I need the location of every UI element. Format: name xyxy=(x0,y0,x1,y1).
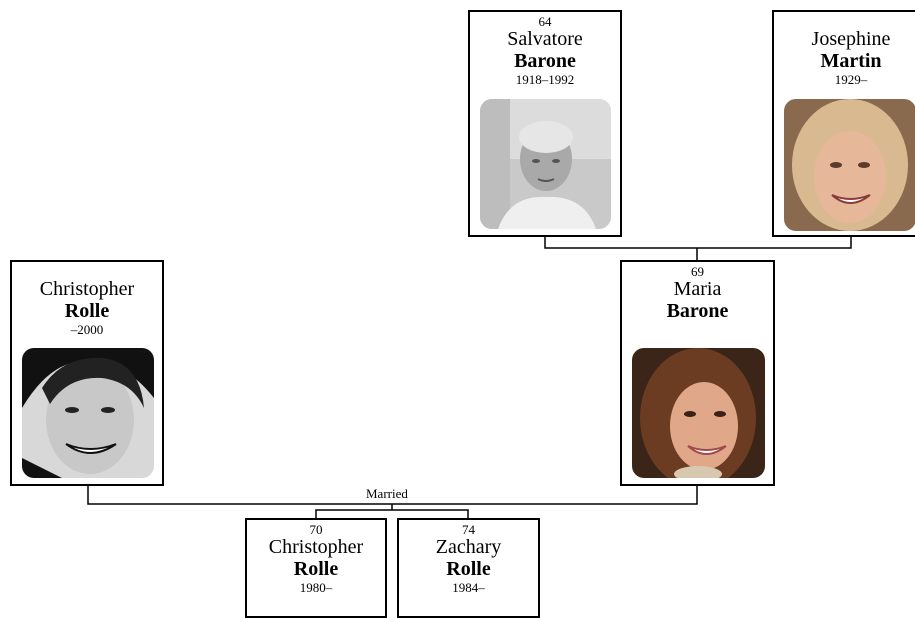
person-number: 70 xyxy=(309,522,323,537)
surname: Rolle xyxy=(64,300,110,322)
person-card-christopher-rolle-jr[interactable]: 70 Christopher Rolle 1980– xyxy=(245,518,387,618)
person-number xyxy=(774,15,915,28)
portrait-photo xyxy=(784,99,915,231)
given-name: Josephine xyxy=(811,28,891,50)
life-dates: 1918–1992 xyxy=(515,72,575,87)
given-name: Salvatore xyxy=(507,28,583,50)
life-dates: –2000 xyxy=(70,322,104,337)
person-number xyxy=(12,265,162,278)
person-card-christopher-rolle-sr[interactable]: Christopher Rolle –2000 xyxy=(10,260,164,486)
surname: Rolle xyxy=(293,558,339,580)
portrait-photo xyxy=(480,99,611,229)
given-name: Zachary xyxy=(435,536,502,558)
person-number: 69 xyxy=(691,264,704,279)
given-name: Maria xyxy=(673,278,722,300)
person-number: 64 xyxy=(538,14,552,29)
person-card-zachary-rolle[interactable]: 74 Zachary Rolle 1984– xyxy=(397,518,540,618)
portrait-photo xyxy=(22,348,154,478)
life-dates: 1929– xyxy=(834,72,868,87)
life-dates: 1984– xyxy=(452,580,485,595)
person-card-josephine-martin[interactable]: Josephine Martin 1929– xyxy=(772,10,915,237)
given-name: Christopher xyxy=(268,536,364,558)
surname: Martin xyxy=(820,50,882,72)
person-number: 74 xyxy=(462,522,475,537)
life-dates xyxy=(622,322,773,337)
portrait-photo xyxy=(632,348,765,478)
married-label: Married xyxy=(364,486,410,501)
person-card-salvatore-barone[interactable]: 64 Salvatore Barone 1918–1992 xyxy=(468,10,622,237)
person-card-maria-barone[interactable]: 69 Maria Barone xyxy=(620,260,775,486)
surname: Barone xyxy=(666,300,729,322)
surname: Barone xyxy=(514,50,576,72)
life-dates: 1980– xyxy=(299,580,333,595)
given-name: Christopher xyxy=(39,278,135,300)
surname: Rolle xyxy=(446,558,491,580)
